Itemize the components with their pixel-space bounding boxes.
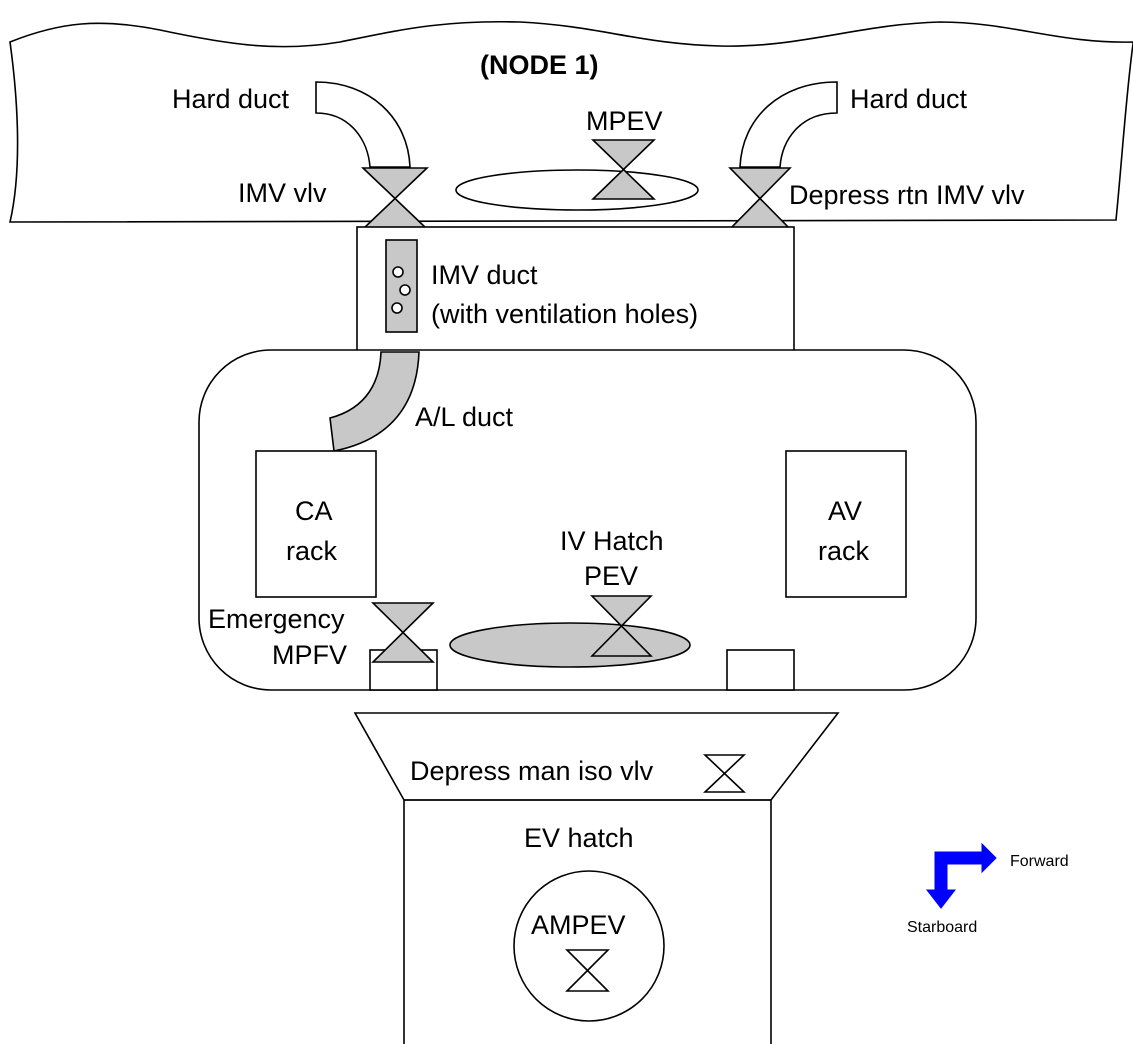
av-rack-label-2: rack xyxy=(818,536,870,566)
hard-duct-right xyxy=(739,81,838,168)
av-rack-label: AV xyxy=(828,496,862,526)
orientation-indicator: Forward Starboard xyxy=(907,842,1069,936)
hard-duct-right-label: Hard duct xyxy=(850,84,968,114)
ampev-label: AMPEV xyxy=(531,910,626,940)
starboard-arrow-icon xyxy=(925,851,957,909)
al-duct-label: A/L duct xyxy=(415,402,514,432)
iv-hatch-label: IV Hatch xyxy=(560,526,664,556)
emergency-mpfv-valve-icon xyxy=(371,602,435,663)
forward-label: Forward xyxy=(1010,853,1069,870)
depress-man-iso-valve-icon xyxy=(702,754,747,793)
ampev-circle xyxy=(513,870,665,1022)
ev-hatch-box xyxy=(403,799,772,1044)
node-hatch-ellipse xyxy=(455,169,699,211)
depress-man-iso-label: Depress man iso vlv xyxy=(410,756,654,786)
ca-rack xyxy=(255,450,377,598)
hard-duct-left xyxy=(315,81,411,168)
ampev-valve-icon xyxy=(565,949,610,992)
box-right xyxy=(726,649,795,691)
node-title: (NODE 1) xyxy=(480,50,599,80)
ca-rack-label-2: rack xyxy=(286,536,338,566)
imv-vlv-label: IMV vlv xyxy=(238,178,327,208)
ventilation-hole xyxy=(392,266,404,278)
imv-duct-box xyxy=(356,226,795,352)
emergency-label: Emergency xyxy=(208,604,345,634)
ca-rack-label: CA xyxy=(295,496,333,526)
ventilation-hole xyxy=(391,302,403,314)
hard-duct-left-label: Hard duct xyxy=(172,84,290,114)
mpev-label: MPEV xyxy=(586,106,663,136)
iv-hatch-ellipse xyxy=(449,622,691,668)
starboard-label: Starboard xyxy=(907,919,977,936)
ev-hatch-label: EV hatch xyxy=(524,823,634,853)
mpev-valve-icon xyxy=(591,139,656,200)
iv-hatch-pev-valve-icon xyxy=(590,595,653,657)
imv-duct-label: IMV duct xyxy=(431,260,538,290)
av-rack xyxy=(785,450,907,598)
depress-rtn-label: Depress rtn IMV vlv xyxy=(789,180,1025,210)
al-duct xyxy=(329,351,420,452)
iv-hatch-label-2: PEV xyxy=(584,561,638,591)
emergency-label-2: MPFV xyxy=(272,640,347,670)
node1-outline xyxy=(8,20,1133,223)
imv-duct-label-2: (with ventilation holes) xyxy=(431,299,698,329)
ventilation-hole xyxy=(399,284,411,296)
